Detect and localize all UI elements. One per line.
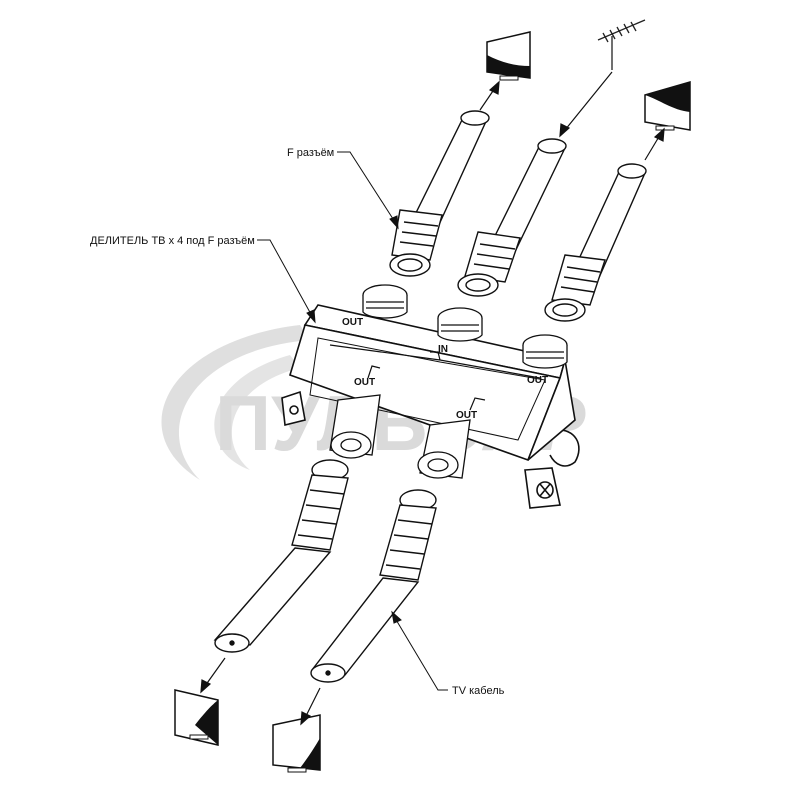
splitter-body xyxy=(281,304,580,509)
callout-f-connector: F разъём xyxy=(287,147,334,159)
tv-icon xyxy=(174,689,219,746)
splitter-port-front-1 xyxy=(329,394,381,459)
port-label-out-top-left: OUT xyxy=(342,317,363,328)
callout-tv-cable: TV кабель xyxy=(452,685,505,697)
arrow-to-tv-top-right xyxy=(644,127,665,161)
splitter-port-front-2 xyxy=(417,419,471,479)
cable-top-right xyxy=(544,163,647,322)
port-label-in: IN xyxy=(438,344,448,355)
splitter-port-top-1 xyxy=(362,284,408,319)
cable-bottom-right xyxy=(310,489,437,683)
arrow-from-antenna xyxy=(559,71,613,138)
callout-line-f-connector xyxy=(337,151,399,230)
cable-top-left xyxy=(389,110,490,277)
cable-bottom-left xyxy=(213,459,349,653)
port-label-out-bottom: OUT xyxy=(456,410,477,421)
tv-icon xyxy=(644,81,691,131)
arrow-to-tv-bottom-left xyxy=(200,657,226,694)
callout-line-tv-cable xyxy=(391,610,448,691)
port-label-out-mid-left: OUT xyxy=(354,377,375,388)
arrow-to-tv-top-left xyxy=(479,80,500,111)
antenna-icon xyxy=(597,19,646,70)
tv-icon xyxy=(486,31,531,81)
callout-line-splitter xyxy=(257,239,316,324)
port-label-out-right: OUT xyxy=(527,375,548,386)
splitter-port-top-3 xyxy=(522,334,568,369)
arrow-to-tv-bottom-right xyxy=(300,687,321,726)
callout-splitter: ДЕЛИТЕЛЬ ТВ х 4 под F разъём xyxy=(90,235,255,247)
splitter-port-top-2 xyxy=(437,307,483,342)
cable-top-center xyxy=(457,138,567,297)
tv-icon xyxy=(272,714,321,773)
